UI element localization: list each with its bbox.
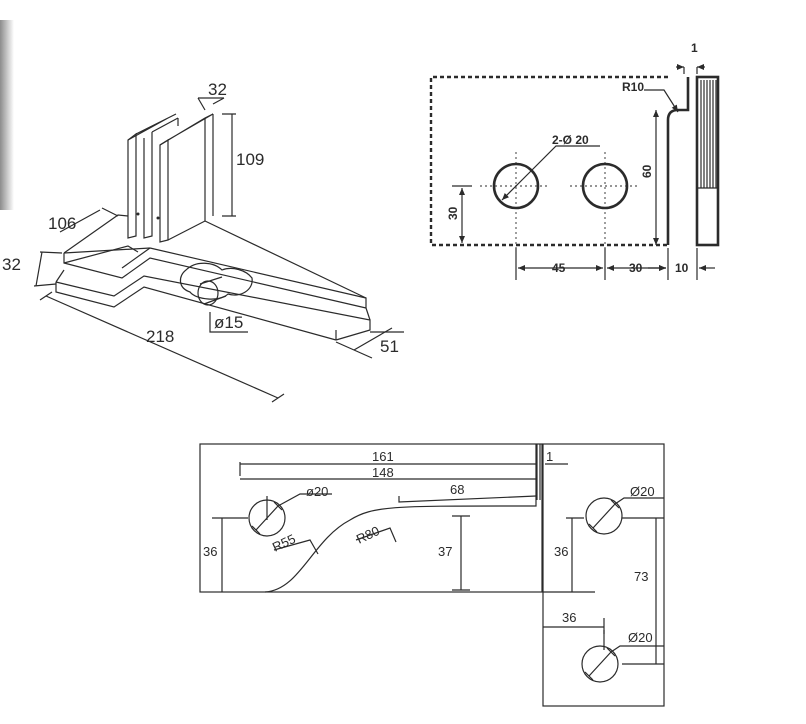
- plan-total-label: 161: [372, 449, 394, 464]
- side-height-label: 60: [640, 164, 654, 178]
- side-spacing-b-label: 30: [629, 261, 643, 275]
- plan-left-frame: [199, 443, 543, 593]
- side-holes-label: 2-Ø 20: [552, 133, 589, 147]
- iso-dimensions: [33, 97, 404, 403]
- side-plate-label: 10: [675, 261, 689, 275]
- plan-hole-right-bottom-label: Ø20: [628, 630, 653, 645]
- iso-end-width-label: 51: [380, 337, 399, 356]
- plan-profile-curve: [264, 444, 537, 593]
- plan-gap-label: 1: [546, 449, 553, 464]
- plan-right-height-label: 36: [554, 544, 568, 559]
- plan-right-span-label: 73: [634, 569, 648, 584]
- iso-height-label: 109: [236, 150, 264, 169]
- plan-inner-label: 148: [372, 465, 394, 480]
- lower-base-plate: [55, 269, 371, 341]
- edge-shadow: [0, 20, 14, 210]
- isometric-view: 32 109 106 32 218 ø15 51: [2, 80, 404, 403]
- plan-r-large-label: R80: [354, 523, 382, 547]
- plan-straight-label: 68: [450, 482, 464, 497]
- bolt: [179, 262, 253, 306]
- side-view: 1 R10 2-Ø 20 60 30 45 30 10: [429, 41, 720, 280]
- plan-right-offset-label: 36: [562, 610, 576, 625]
- plan-hole-left-label: ø20: [306, 484, 328, 499]
- upper-base-plate: [63, 214, 367, 309]
- plan-hole-right-bottom: [581, 630, 664, 683]
- plan-hole-left: [248, 493, 332, 537]
- plan-left-height-label: 36: [203, 544, 217, 559]
- side-hole-height-label: 30: [446, 206, 460, 220]
- side-spacing-a-label: 45: [552, 261, 566, 275]
- plan-view: 161 148 1 68 ø20 R55 R80 36 37 Ø20 36 73…: [199, 443, 665, 707]
- plan-edges: [536, 444, 595, 593]
- plan-center-height-label: 37: [438, 544, 452, 559]
- clamp-edge: [666, 77, 690, 245]
- iso-hole-label: ø15: [214, 313, 243, 332]
- iso-thickness-label: 32: [2, 255, 21, 274]
- side-radius-label: R10: [622, 80, 644, 94]
- side-gap-label: 1: [691, 41, 698, 55]
- plan-hole-right-top-label: Ø20: [630, 484, 655, 499]
- plan-right-frame: [542, 443, 665, 707]
- iso-arm-depth-label: 106: [48, 214, 76, 233]
- clamp-outline: [429, 75, 668, 247]
- iso-length-label: 218: [146, 327, 174, 346]
- glass-plate: [695, 75, 720, 247]
- iso-width-top-label: 32: [208, 80, 227, 99]
- plan-hole-right-top: [585, 497, 664, 535]
- plate-ribs: [697, 80, 718, 189]
